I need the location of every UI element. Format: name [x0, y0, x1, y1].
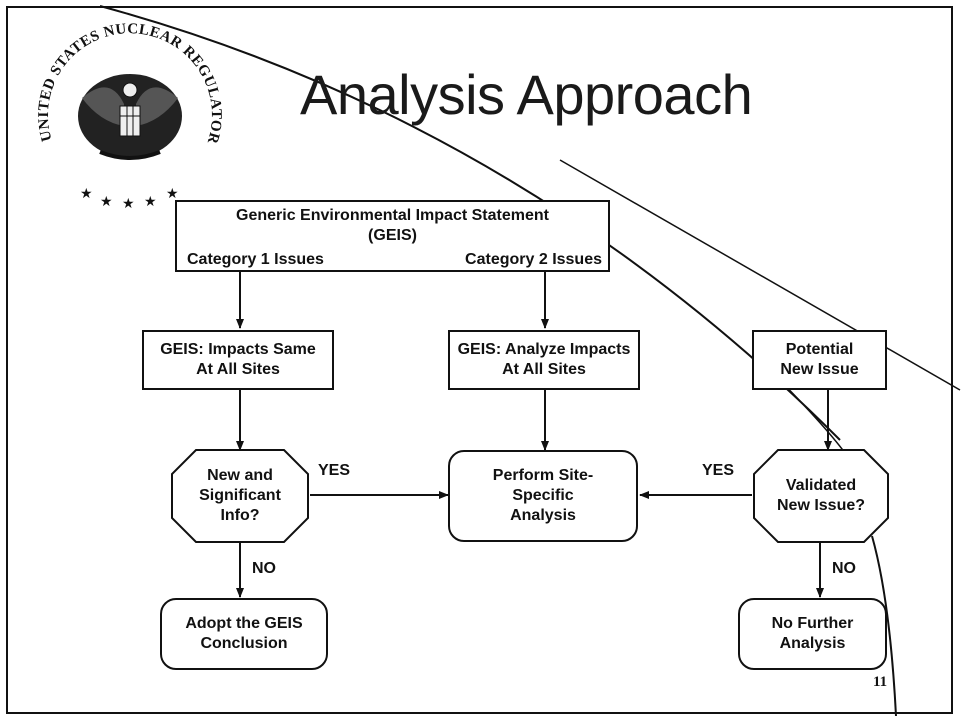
page-number: 11: [873, 674, 888, 690]
decision-octagon-left: [171, 449, 309, 543]
svg-text:★: ★: [144, 194, 157, 210]
impacts-same-box: GEIS: Impacts Same At All Sites: [142, 330, 334, 390]
adopt-geis-text: Adopt the GEIS Conclusion: [185, 615, 303, 652]
decorative-curve: [871, 535, 897, 717]
no-left-label: NO: [252, 560, 276, 577]
category2-label: Category 2 Issues: [465, 251, 602, 268]
analyze-impacts-box: GEIS: Analyze Impacts At All Sites: [448, 330, 640, 390]
perform-analysis-text: Perform Site-Specific Analysis: [492, 467, 594, 524]
yes-left-label: YES: [318, 462, 351, 479]
nrc-seal: UNITED STATES NUCLEAR REGULATORY COMMISS…: [36, 21, 224, 212]
potential-new-text: Potential New Issue: [780, 341, 859, 378]
validated-new-label: Validated New Issue?: [776, 477, 866, 514]
adopt-geis-box: Adopt the GEIS Conclusion: [160, 598, 328, 670]
no-right-label: NO: [832, 560, 856, 577]
svg-text:★: ★: [166, 186, 179, 202]
no-further-box: No Further Analysis: [738, 598, 887, 670]
yes-right-label: YES: [702, 462, 735, 479]
no-further-text: No Further Analysis: [771, 615, 854, 652]
decorative-curve: [559, 159, 961, 391]
geis-title-line1: Generic Environmental Impact Statement: [236, 207, 549, 224]
perform-analysis-box: Perform Site-Specific Analysis: [448, 450, 638, 542]
analyze-impacts-text: GEIS: Analyze Impacts At All Sites: [457, 341, 631, 378]
new-significant-label: New and Significant Info?: [199, 467, 281, 524]
svg-text:★: ★: [100, 194, 113, 210]
decorative-curve: [99, 5, 841, 441]
svg-text:★: ★: [122, 196, 135, 212]
potential-new-box: Potential New Issue: [752, 330, 887, 390]
decision-octagon-right: [753, 449, 889, 543]
slide-title: Analysis Approach: [300, 63, 753, 126]
svg-text:★: ★: [80, 186, 93, 202]
impacts-same-text: GEIS: Impacts Same At All Sites: [160, 341, 316, 378]
geis-title-line2: (GEIS): [368, 227, 417, 244]
category1-label: Category 1 Issues: [187, 251, 324, 268]
slide-frame: [6, 6, 953, 714]
geis-box: Generic Environmental Impact Statement (…: [175, 200, 610, 272]
